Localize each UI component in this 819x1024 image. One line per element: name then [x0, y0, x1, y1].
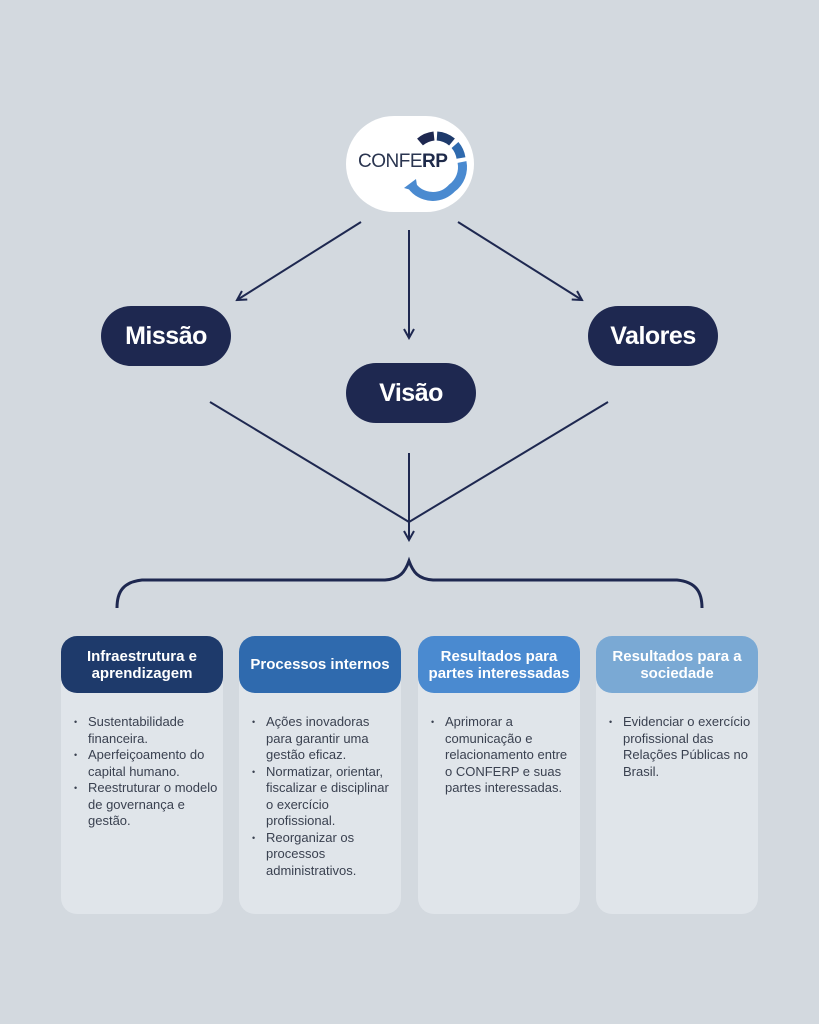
column-title: Infraestrutura e aprendizagem — [61, 636, 223, 693]
list-item: Normatizar, orientar, fiscalizar e disci… — [250, 764, 398, 830]
node-valores: Valores — [588, 306, 718, 366]
list-item: Ações inovadoras para garantir uma gestã… — [250, 714, 398, 764]
list-item: Aperfeiçoamento do capital humano. — [72, 747, 220, 780]
column-title: Resultados para partes interessadas — [418, 636, 580, 693]
line-valores-to-merge — [408, 401, 609, 523]
column-title: Resultados para a sociedade — [596, 636, 758, 693]
column-card-partes-interessadas: Resultados para partes interessadas Apri… — [418, 636, 580, 914]
arrow-logo-to-valores — [457, 221, 582, 300]
column-card-processos: Processos internos Ações inovadoras para… — [239, 636, 401, 914]
column-title: Processos internos — [239, 636, 401, 693]
node-missao: Missão — [101, 306, 231, 366]
list-item: Reestruturar o modelo de governança e ge… — [72, 780, 220, 830]
list-item: Reorganizar os processos administrativos… — [250, 830, 398, 880]
column-card-sociedade: Resultados para a sociedade Evidenciar o… — [596, 636, 758, 914]
line-missao-to-merge — [209, 401, 410, 523]
logo-wordmark: CONFERP — [358, 151, 448, 172]
logo-ring-icon — [404, 131, 467, 201]
column-card-infraestrutura: Infraestrutura e aprendizagem Sustentabi… — [61, 636, 223, 914]
column-list: Aprimorar a comunicação e relacionamento… — [429, 714, 577, 797]
column-list: Evidenciar o exercício profissional das … — [607, 714, 755, 780]
list-item: Aprimorar a comunicação e relacionamento… — [429, 714, 577, 797]
arrow-logo-to-missao — [237, 221, 362, 300]
conferp-logo: CONFERP — [346, 116, 474, 212]
list-item: Evidenciar o exercício profissional das … — [607, 714, 755, 780]
column-list: Ações inovadoras para garantir uma gestã… — [250, 714, 398, 879]
brace — [115, 556, 704, 609]
node-visao: Visão — [346, 363, 476, 423]
column-list: Sustentabilidade financeira. Aperfeiçoam… — [72, 714, 220, 830]
list-item: Sustentabilidade financeira. — [72, 714, 220, 747]
